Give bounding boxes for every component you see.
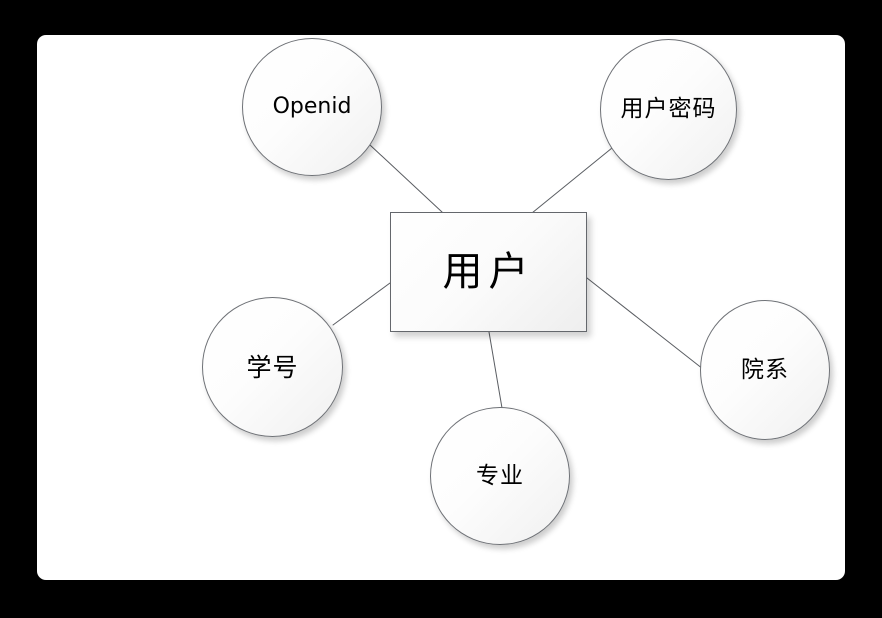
node-password-label: 用户密码 — [620, 96, 717, 122]
node-password[interactable]: 用户密码 — [600, 39, 737, 180]
node-faculty[interactable]: 院系 — [700, 300, 830, 440]
node-openid-label: Openid — [272, 94, 352, 119]
node-faculty-label: 院系 — [741, 356, 789, 383]
node-major-label: 专业 — [476, 462, 524, 489]
node-major[interactable]: 专业 — [430, 407, 570, 545]
node-user-entity[interactable]: 用户 — [390, 212, 587, 332]
node-student-id[interactable]: 学号 — [202, 297, 343, 437]
node-student-id-label: 学号 — [246, 352, 299, 382]
node-openid[interactable]: Openid — [242, 38, 382, 176]
node-user-entity-label: 用户 — [442, 249, 535, 295]
